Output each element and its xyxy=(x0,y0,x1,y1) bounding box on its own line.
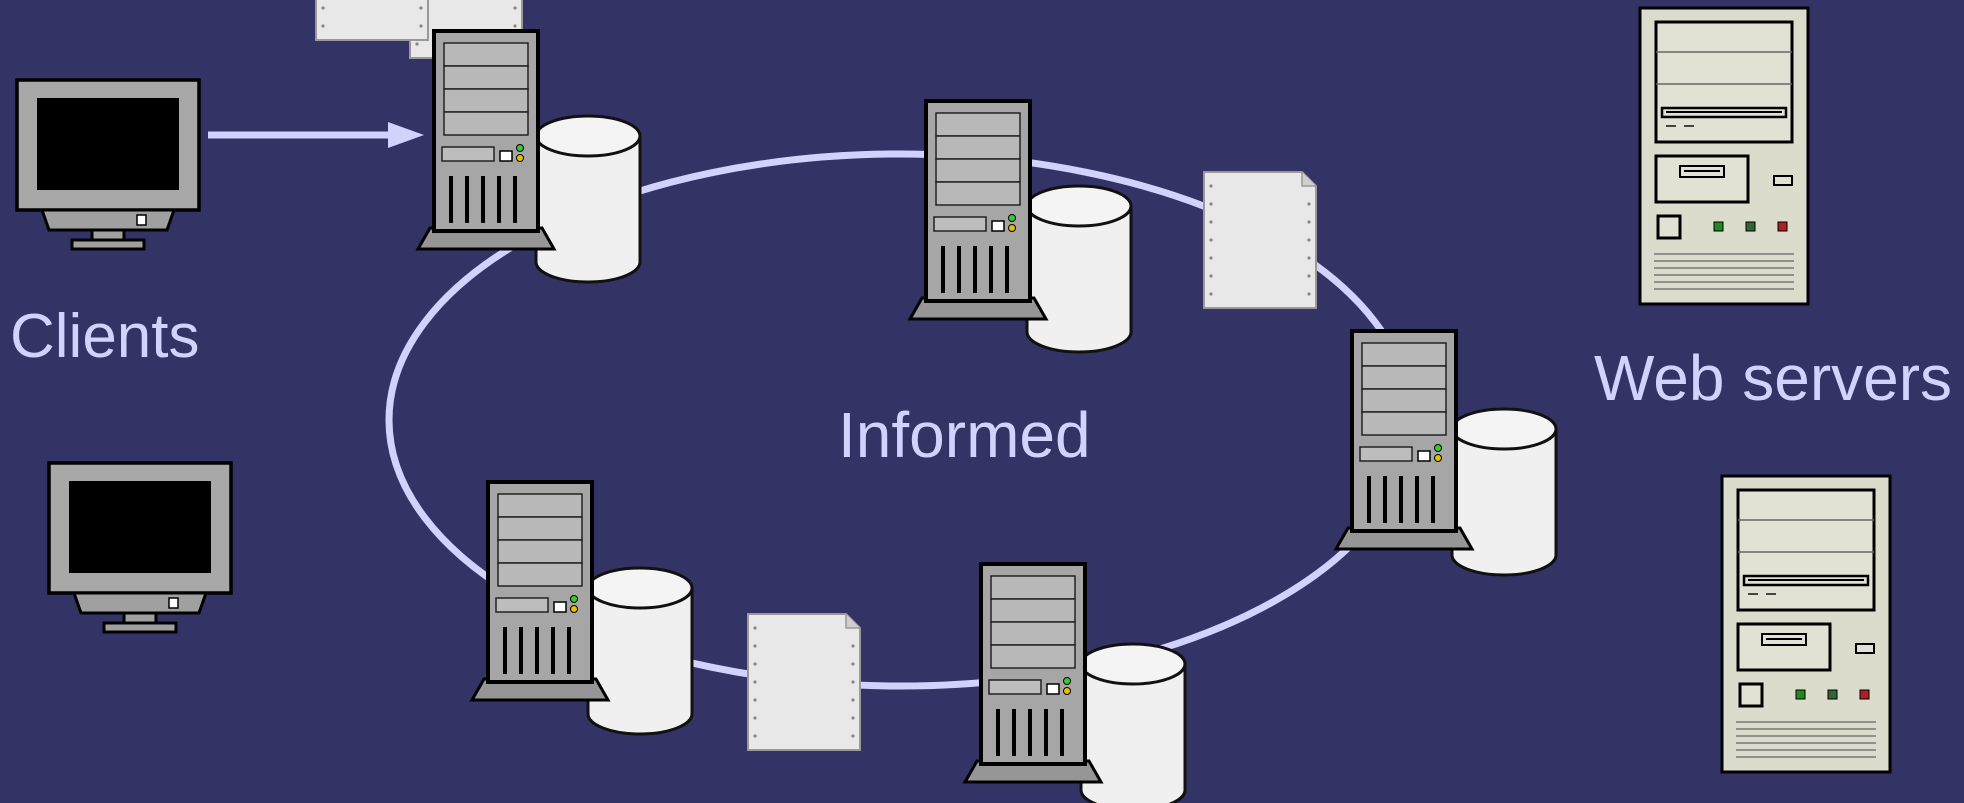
clients-label: Clients xyxy=(10,302,200,371)
server-tower-icon xyxy=(963,562,1103,784)
server-tower-icon xyxy=(470,480,610,702)
arrow-right-icon xyxy=(208,122,424,148)
server-tower-icon xyxy=(908,99,1048,321)
web-server-top: web-server-icon xyxy=(1638,6,1810,306)
server-tower-icon xyxy=(416,29,556,251)
client-monitor-top: monitor-icon xyxy=(15,78,201,251)
server-tower-icon xyxy=(1334,329,1474,551)
informed-label: Informed xyxy=(838,399,1091,471)
document-icon xyxy=(747,613,861,751)
web-servers-label: Web servers xyxy=(1594,342,1953,414)
database-icon xyxy=(1025,184,1133,354)
database-icon xyxy=(534,114,642,284)
web-server-bottom: web-server-icon xyxy=(1720,474,1892,774)
client-monitor-bottom: monitor-icon xyxy=(47,461,233,634)
document-icon xyxy=(1203,171,1317,309)
database-icon xyxy=(586,566,694,736)
